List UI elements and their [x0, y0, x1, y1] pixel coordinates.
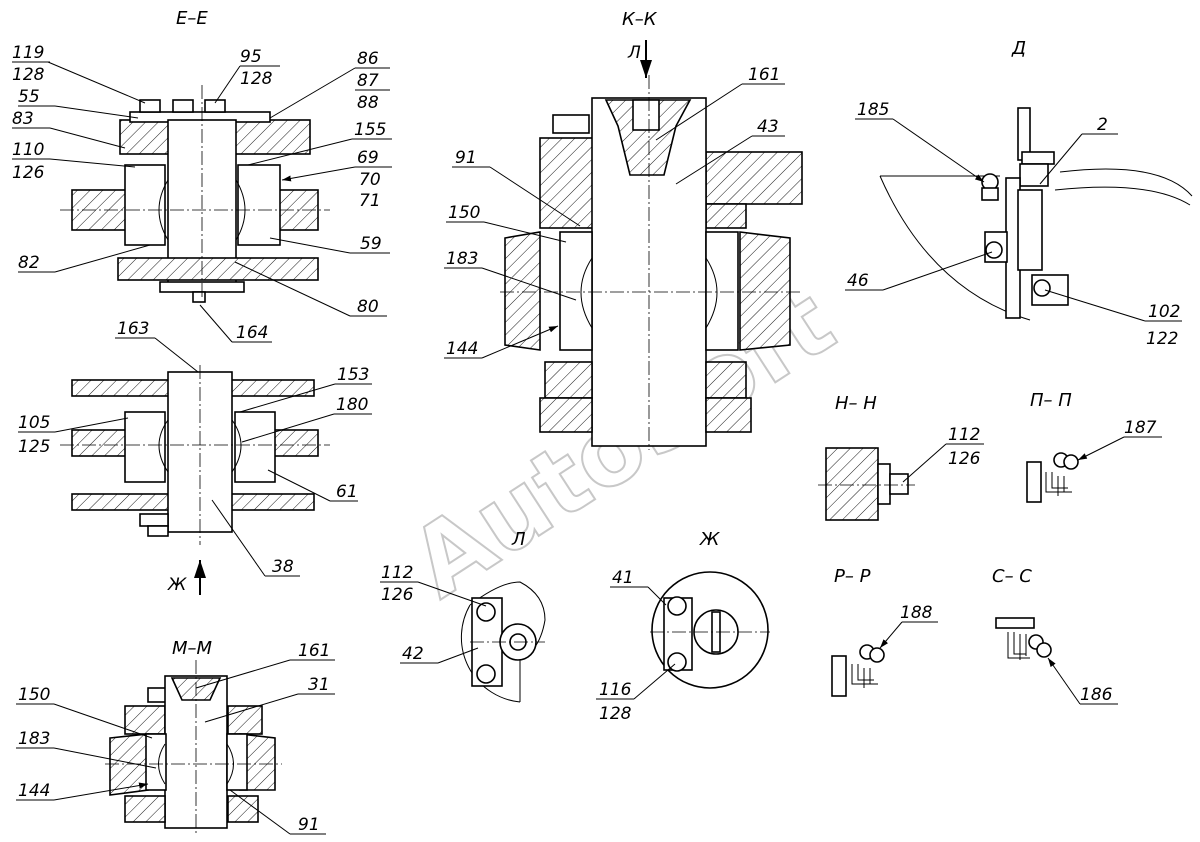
section-rr-view: Р– Р 188	[831, 566, 938, 697]
part-number-label: 102	[1148, 302, 1180, 322]
section-d-leaders: 185 2 46 102 122	[845, 100, 1182, 349]
part-number-label: 126	[381, 585, 414, 605]
part-number-label: 55	[18, 87, 40, 107]
arrow-l-label: Л	[627, 43, 641, 63]
part-number-label: 2	[1097, 115, 1108, 135]
part-number-label: 59	[360, 234, 382, 254]
part-number-label: 128	[240, 69, 273, 89]
part-number-label: 61	[336, 482, 358, 502]
section-ee-view: Е–Е	[60, 8, 330, 303]
part-number-label: 161	[298, 641, 330, 661]
part-number-label: 163	[117, 319, 149, 339]
view-zh: Ж 41 116 128	[596, 529, 770, 724]
part-number-label: 105	[18, 413, 50, 433]
section-nn-view: Н– Н 112 126	[818, 393, 984, 521]
part-number-label: 183	[446, 249, 478, 269]
section-ss-title: С– С	[992, 566, 1032, 587]
section-kk-title: К–К	[622, 9, 658, 30]
part-number-label: 186	[1080, 685, 1113, 705]
part-number-label: 187	[1124, 418, 1157, 438]
part-number-label: 144	[18, 781, 50, 801]
section-zh-view: Ж	[60, 365, 330, 595]
section-pp-view: П– П 187	[1026, 390, 1162, 503]
section-ee-leaders: 119 128 95 128 86 87 88 55 83 155 110 12…	[12, 43, 392, 343]
view-zh-title: Ж	[699, 529, 720, 550]
part-number-label: 91	[455, 148, 477, 168]
part-number-label: 122	[1146, 329, 1178, 349]
part-number-label: 112	[381, 563, 413, 583]
part-number-label: 128	[599, 704, 632, 724]
part-number-label: 88	[357, 93, 379, 113]
part-number-label: 153	[337, 365, 369, 385]
part-number-label: 70	[359, 170, 381, 190]
part-number-label: 46	[847, 271, 869, 291]
section-mm-leaders: 161 31 150 183 144 91	[16, 641, 335, 835]
section-nn-title: Н– Н	[835, 393, 877, 414]
section-kk-leaders: 161 43 91 150 183 144	[444, 65, 785, 359]
section-kk-view: К–К Л	[500, 9, 803, 450]
section-zh-leaders: 163 153 105 125 180 61 38	[18, 319, 372, 577]
arrow-zh-label: Ж	[167, 575, 187, 595]
view-l-title: Л	[511, 529, 526, 550]
section-d-view: Д	[879, 38, 1193, 321]
section-d-title: Д	[1011, 38, 1026, 59]
part-number-label: 82	[18, 253, 40, 273]
part-number-label: 95	[240, 47, 262, 67]
part-number-label: 86	[357, 49, 379, 69]
part-number-label: 185	[857, 100, 889, 120]
section-pp-title: П– П	[1030, 390, 1072, 411]
part-number-label: 42	[402, 644, 424, 664]
section-rr-title: Р– Р	[834, 566, 871, 587]
part-number-label: 80	[357, 297, 379, 317]
part-number-label: 31	[308, 675, 330, 695]
part-number-label: 43	[757, 117, 779, 137]
part-number-label: 119	[12, 43, 44, 63]
part-number-label: 110	[12, 140, 44, 160]
part-number-label: 87	[357, 71, 379, 91]
section-mm-title: М–М	[172, 638, 213, 659]
part-number-label: 125	[18, 437, 50, 457]
part-number-label: 150	[448, 203, 480, 223]
part-number-label: 144	[446, 339, 478, 359]
part-number-label: 116	[599, 680, 632, 700]
part-number-label: 161	[748, 65, 780, 85]
part-number-label: 180	[336, 395, 368, 415]
part-number-label: 164	[236, 323, 268, 343]
section-ss-view: С– С 186	[992, 566, 1118, 705]
part-number-label: 112	[948, 425, 980, 445]
part-number-label: 91	[298, 815, 320, 835]
view-l: Л 112 126 42	[380, 529, 546, 703]
section-ee-title: Е–Е	[176, 8, 208, 29]
part-number-label: 83	[12, 109, 34, 129]
part-number-label: 128	[12, 65, 45, 85]
part-number-label: 150	[18, 685, 50, 705]
part-number-label: 183	[18, 729, 50, 749]
part-number-label: 38	[272, 557, 294, 577]
part-number-label: 69	[357, 148, 379, 168]
part-number-label: 126	[948, 449, 981, 469]
part-number-label: 126	[12, 163, 45, 183]
section-mm-view: М–М	[105, 638, 282, 835]
part-number-label: 41	[612, 568, 634, 588]
part-number-label: 188	[900, 603, 933, 623]
part-number-label: 71	[359, 191, 381, 211]
part-number-label: 155	[354, 120, 386, 140]
